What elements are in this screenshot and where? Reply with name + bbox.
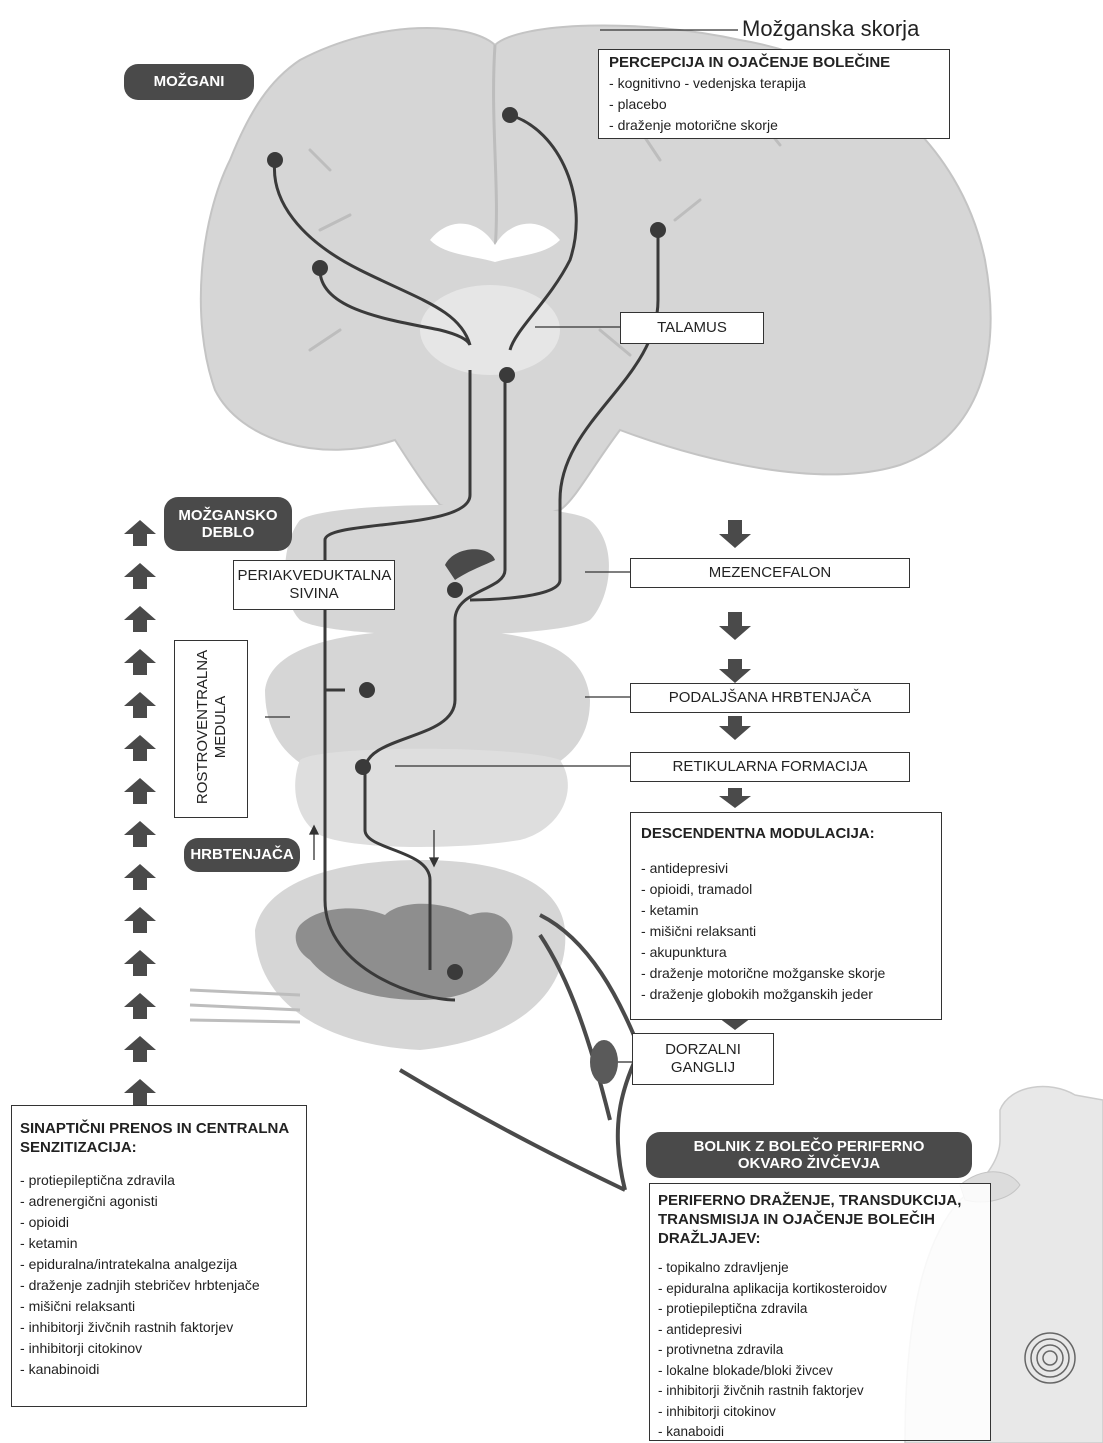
brain-pill: MOŽGANI (124, 64, 254, 100)
list-item: mišični relaksanti (641, 921, 931, 942)
cortex-to-thalamus-2 (318, 269, 472, 346)
list-item: epiduralna aplikacija kortikosteroidov (658, 1279, 982, 1300)
periaqueductal-shape (445, 549, 495, 580)
list-item: placebo (609, 94, 939, 115)
list-item: topikalno zdravljenje (658, 1258, 982, 1279)
thalamus-region (420, 285, 560, 375)
mesencephalon-label: MEZENCEFALON (630, 558, 910, 588)
brain-illustration (199, 24, 992, 517)
lateral-tract (469, 230, 660, 602)
list-item: inhibitorji živčnih rastnih faktorjev (658, 1381, 982, 1402)
rostroventral-medulla-label: ROSTROVENTRALNA MEDULA (194, 649, 229, 805)
dorsal-ganglion-label: DORZALNI GANGLIJ (632, 1033, 774, 1085)
interhemispheric-fissure (492, 44, 498, 251)
list-item: akupunktura (641, 942, 931, 963)
list-item: inhibitorji citokinov (20, 1338, 298, 1359)
list-item: antidepresivi (641, 858, 931, 879)
perception-list: kognitivno - vedenjska terapija placebo … (609, 73, 939, 136)
list-item: ketamin (641, 900, 931, 921)
descending-title: DESCENDENTNA MODULACIJA: (641, 825, 875, 842)
dorsal-root-ganglion (590, 1040, 618, 1084)
list-item: kognitivno - vedenjska terapija (609, 73, 939, 94)
synaptic-transmission-panel: SINAPTIČNI PRENOS IN CENTRALNA SENZITIZA… (11, 1105, 307, 1407)
leader-lines (265, 29, 738, 1063)
list-item: opioidi, tramadol (641, 879, 931, 900)
synapse-nodes (267, 107, 666, 980)
spinal-nerve-roots (189, 988, 301, 1024)
list-item: ketamin (20, 1233, 298, 1254)
list-item: draženje globokih možganskih jeder (641, 984, 931, 1005)
cortical-sulci (308, 118, 782, 357)
pons-segment (265, 630, 590, 790)
list-item: mišični relaksanti (20, 1296, 298, 1317)
peripheral-stimulation-panel: PERIFERNO DRAŽENJE, TRANSDUKCIJA, TRANSM… (649, 1183, 991, 1441)
list-item: protivnetna zdravila (658, 1340, 982, 1361)
direction-arrows (308, 824, 440, 868)
list-item: inhibitorji živčnih rastnih faktorjev (20, 1317, 298, 1338)
list-item: kanaboidi (658, 1422, 982, 1443)
list-item: lokalne blokade/bloki živcev (658, 1361, 982, 1382)
ascending-arrows (124, 520, 156, 1105)
thalamus-label: TALAMUS (620, 312, 764, 344)
rostroventral-medulla-box: ROSTROVENTRALNA MEDULA (174, 640, 248, 818)
list-item: draženje zadnjih stebričev hrbtenjače (20, 1275, 298, 1296)
peripheral-title: PERIFERNO DRAŽENJE, TRANSDUKCIJA, TRANSM… (658, 1192, 962, 1247)
medulla-oblongata-label: PODALJŠANA HRBTENJAČA (630, 683, 910, 713)
medulla-segment (295, 748, 568, 847)
list-item: protiepileptična zdravila (658, 1299, 982, 1320)
list-item: antidepresivi (658, 1320, 982, 1341)
perception-panel: PERCEPCIJA IN OJAČENJE BOLEČINE kognitiv… (598, 49, 950, 139)
list-item: protiepileptična zdravila (20, 1170, 298, 1191)
peripheral-list: topikalno zdravljenje epiduralna aplikac… (658, 1258, 982, 1443)
cortex-to-thalamus-1 (272, 159, 472, 346)
brainstem-pill: MOŽGANSKO DEBLO (164, 497, 292, 551)
list-item: opioidi (20, 1212, 298, 1233)
descending-arrows (719, 520, 751, 1030)
pain-pathways (272, 113, 660, 1002)
list-item: draženje motorične možganske skorje (641, 963, 931, 984)
perception-title: PERCEPCIJA IN OJAČENJE BOLEČINE (609, 54, 891, 71)
cortex-label: Možganska skorja (742, 16, 920, 41)
spinal-cord-pill: HRBTENJAČA (184, 838, 300, 872)
pain-target-icon (1024, 1332, 1076, 1384)
reticular-formation-label: RETIKULARNA FORMACIJA (630, 752, 910, 782)
list-item: adrenergični agonisti (20, 1191, 298, 1212)
synaptic-list: protiepileptična zdravila adrenergični a… (20, 1170, 298, 1380)
ascending-pathway (323, 370, 472, 1002)
list-item: inhibitorji citokinov (658, 1402, 982, 1423)
patient-pill: BOLNIK Z BOLEČO PERIFERNO OKVARO ŽIVČEVJ… (646, 1132, 972, 1178)
lateral-ventricles (430, 223, 560, 262)
descending-modulation-panel: DESCENDENTNA MODULACIJA: antidepresivi o… (630, 812, 942, 1020)
descending-pathway (363, 375, 507, 970)
synaptic-title: SINAPTIČNI PRENOS IN CENTRALNA SENZITIZA… (20, 1120, 289, 1156)
list-item: draženje motorične skorje (609, 115, 939, 136)
thalamus-to-cortex (508, 113, 578, 351)
descending-list: antidepresivi opioidi, tramadol ketamin … (641, 858, 931, 1005)
list-item: kanabinoidi (20, 1359, 298, 1380)
periaqueductal-gray-label: PERIAKVEDUKTALNA SIVINA (233, 560, 395, 610)
list-item: epiduralna/intratekalna analgezija (20, 1254, 298, 1275)
brain-hemispheres (199, 24, 992, 517)
